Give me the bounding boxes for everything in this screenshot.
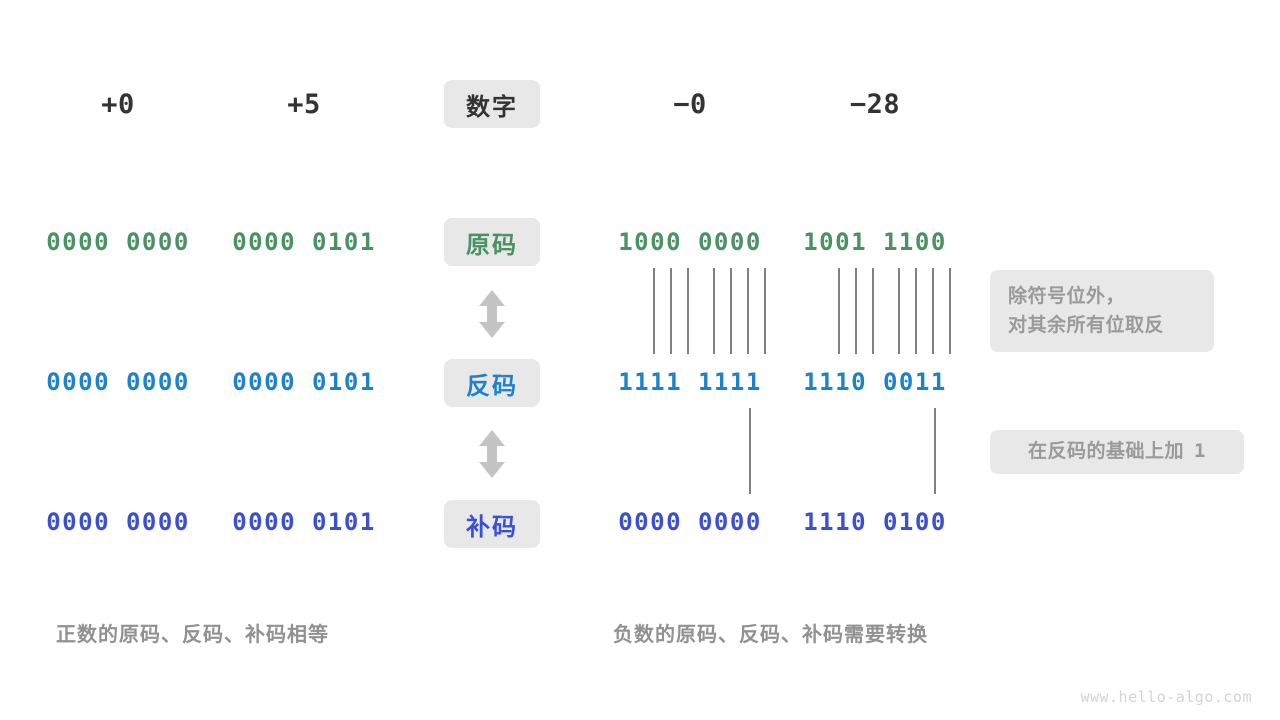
- caption-negative-convert: 负数的原码、反码、补码需要转换: [613, 622, 928, 646]
- fanma-bits-minus-twentyeight: 1110 0011: [803, 368, 947, 396]
- tick-minus-zero-bit7: [747, 268, 749, 354]
- yuanma-bits-minus-twentyeight: 1001 1100: [803, 228, 947, 256]
- header-value-plus-zero: +0: [101, 88, 135, 120]
- note-add-one-value: 1: [1194, 440, 1206, 463]
- header-value-minus-twentyeight: −28: [849, 88, 901, 120]
- tick-minus-28-bit6: [915, 268, 917, 354]
- watermark: www.hello-algo.com: [1080, 688, 1252, 706]
- note-invert-bits-line2: 对其余所有位取反: [1008, 314, 1165, 336]
- tick-minus-zero-bit6: [730, 268, 732, 354]
- row-badge-buma: 补码: [444, 500, 540, 548]
- tick-minus-zero-bit8: [764, 268, 766, 354]
- header-badge-number: 数字: [444, 80, 540, 128]
- tick-minus-zero-bit4: [687, 268, 689, 354]
- fanma-bits-minus-zero: 1111 1111: [618, 368, 762, 396]
- tick-minus-zero-bit5: [713, 268, 715, 354]
- tick-minus-28-bit2: [838, 268, 840, 354]
- double-arrow-vertical-icon-fanma-buma: [475, 428, 509, 480]
- buma-bits-plus-zero: 0000 0000: [46, 508, 190, 536]
- yuanma-bits-plus-zero: 0000 0000: [46, 228, 190, 256]
- header-value-minus-zero: −0: [673, 88, 707, 120]
- buma-bits-minus-zero: 0000 0000: [618, 508, 762, 536]
- yuanma-bits-minus-zero: 1000 0000: [618, 228, 762, 256]
- tick-minus-28-bit8: [949, 268, 951, 354]
- fanma-bits-plus-five: 0000 0101: [232, 368, 376, 396]
- header-value-plus-five: +5: [287, 88, 321, 120]
- tick-minus-28-bit3: [855, 268, 857, 354]
- tick-minus-28-bit7: [932, 268, 934, 354]
- yuanma-bits-plus-five: 0000 0101: [232, 228, 376, 256]
- tick-minus-28-bit4: [872, 268, 874, 354]
- tick-minus-zero-bit2: [653, 268, 655, 354]
- buma-bits-minus-twentyeight: 1110 0100: [803, 508, 947, 536]
- note-add-one-text: 在反码的基础上加: [1028, 440, 1185, 463]
- fanma-bits-plus-zero: 0000 0000: [46, 368, 190, 396]
- note-invert-bits: 除符号位外， 对其余所有位取反: [990, 270, 1214, 352]
- double-arrow-vertical-icon-yuanma-fanma: [475, 288, 509, 340]
- caption-positive-equal: 正数的原码、反码、补码相等: [56, 622, 329, 646]
- tick-minus-zero-bit3: [670, 268, 672, 354]
- tick-minus-28-bit5: [898, 268, 900, 354]
- note-add-one: 在反码的基础上加 1: [990, 430, 1244, 474]
- tick-carry-minus-zero-lsb: [749, 408, 751, 494]
- tick-carry-minus-28-lsb: [934, 408, 936, 494]
- row-badge-fanma: 反码: [444, 359, 540, 407]
- row-badge-yuanma: 原码: [444, 218, 540, 266]
- buma-bits-plus-five: 0000 0101: [232, 508, 376, 536]
- note-invert-bits-line1: 除符号位外，: [1008, 284, 1126, 307]
